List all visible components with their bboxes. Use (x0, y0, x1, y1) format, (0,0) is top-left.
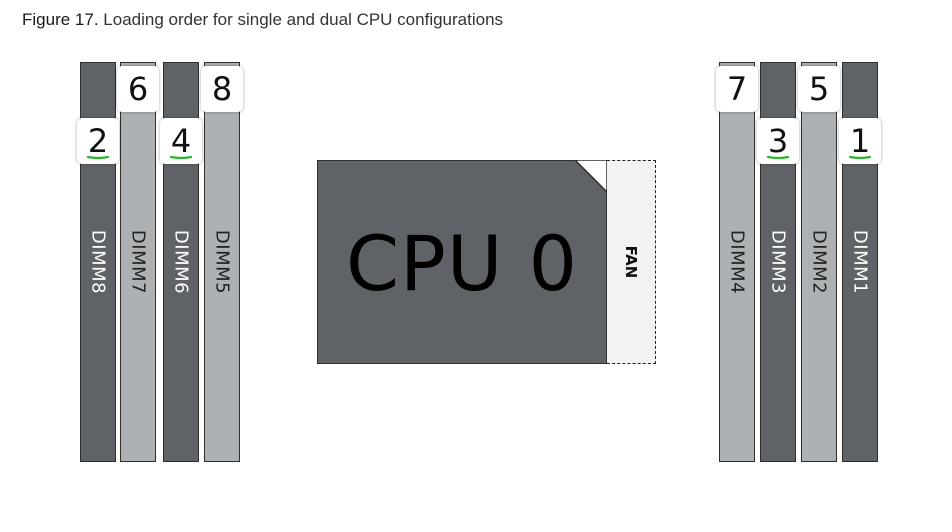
green-underline-mark (86, 155, 110, 160)
dimm-label: DIMM2 (808, 229, 830, 295)
fan-area: FAN (607, 160, 656, 364)
order-number: 7 (726, 70, 748, 108)
dimm-label: DIMM5 (211, 229, 233, 295)
dimm-label: DIMM7 (127, 229, 149, 295)
order-badge-dimm3: 3 (757, 118, 799, 164)
order-number: 3 (767, 122, 789, 160)
dimm-label: DIMM1 (849, 229, 871, 295)
order-badge-dimm5: 8 (201, 66, 243, 112)
dimm-slot-dimm7: DIMM7 (120, 62, 156, 462)
order-number: 8 (211, 70, 233, 108)
dimm-slot-dimm2: DIMM2 (801, 62, 837, 462)
dimm-label: DIMM3 (767, 229, 789, 295)
order-number: 2 (87, 122, 109, 160)
figure-number: Figure 17. (22, 10, 99, 29)
cpu-orientation-notch (575, 160, 607, 192)
dimm-label: DIMM6 (170, 229, 192, 295)
order-badge-dimm7: 6 (117, 66, 159, 112)
cpu-label: CPU 0 (345, 219, 579, 308)
green-underline-mark (169, 155, 193, 160)
green-underline-mark (766, 155, 790, 160)
dimm-slot-dimm5: DIMM5 (204, 62, 240, 462)
dimm-label: DIMM4 (726, 229, 748, 295)
dimm-slot-dimm4: DIMM4 (719, 62, 755, 462)
order-number: 5 (808, 70, 830, 108)
order-number: 1 (849, 122, 871, 160)
order-number: 4 (170, 122, 192, 160)
dimm-label: DIMM8 (87, 229, 109, 295)
fan-label: FAN (622, 245, 640, 279)
order-number: 6 (127, 70, 149, 108)
order-badge-dimm6: 4 (160, 118, 202, 164)
order-badge-dimm4: 7 (716, 66, 758, 112)
figure-title: Loading order for single and dual CPU co… (103, 10, 504, 29)
figure-caption: Figure 17. Loading order for single and … (22, 10, 503, 30)
green-underline-mark (848, 155, 872, 160)
cpu-block: CPU 0 (317, 160, 607, 364)
order-badge-dimm8: 2 (77, 118, 119, 164)
order-badge-dimm1: 1 (839, 118, 881, 164)
order-badge-dimm2: 5 (798, 66, 840, 112)
